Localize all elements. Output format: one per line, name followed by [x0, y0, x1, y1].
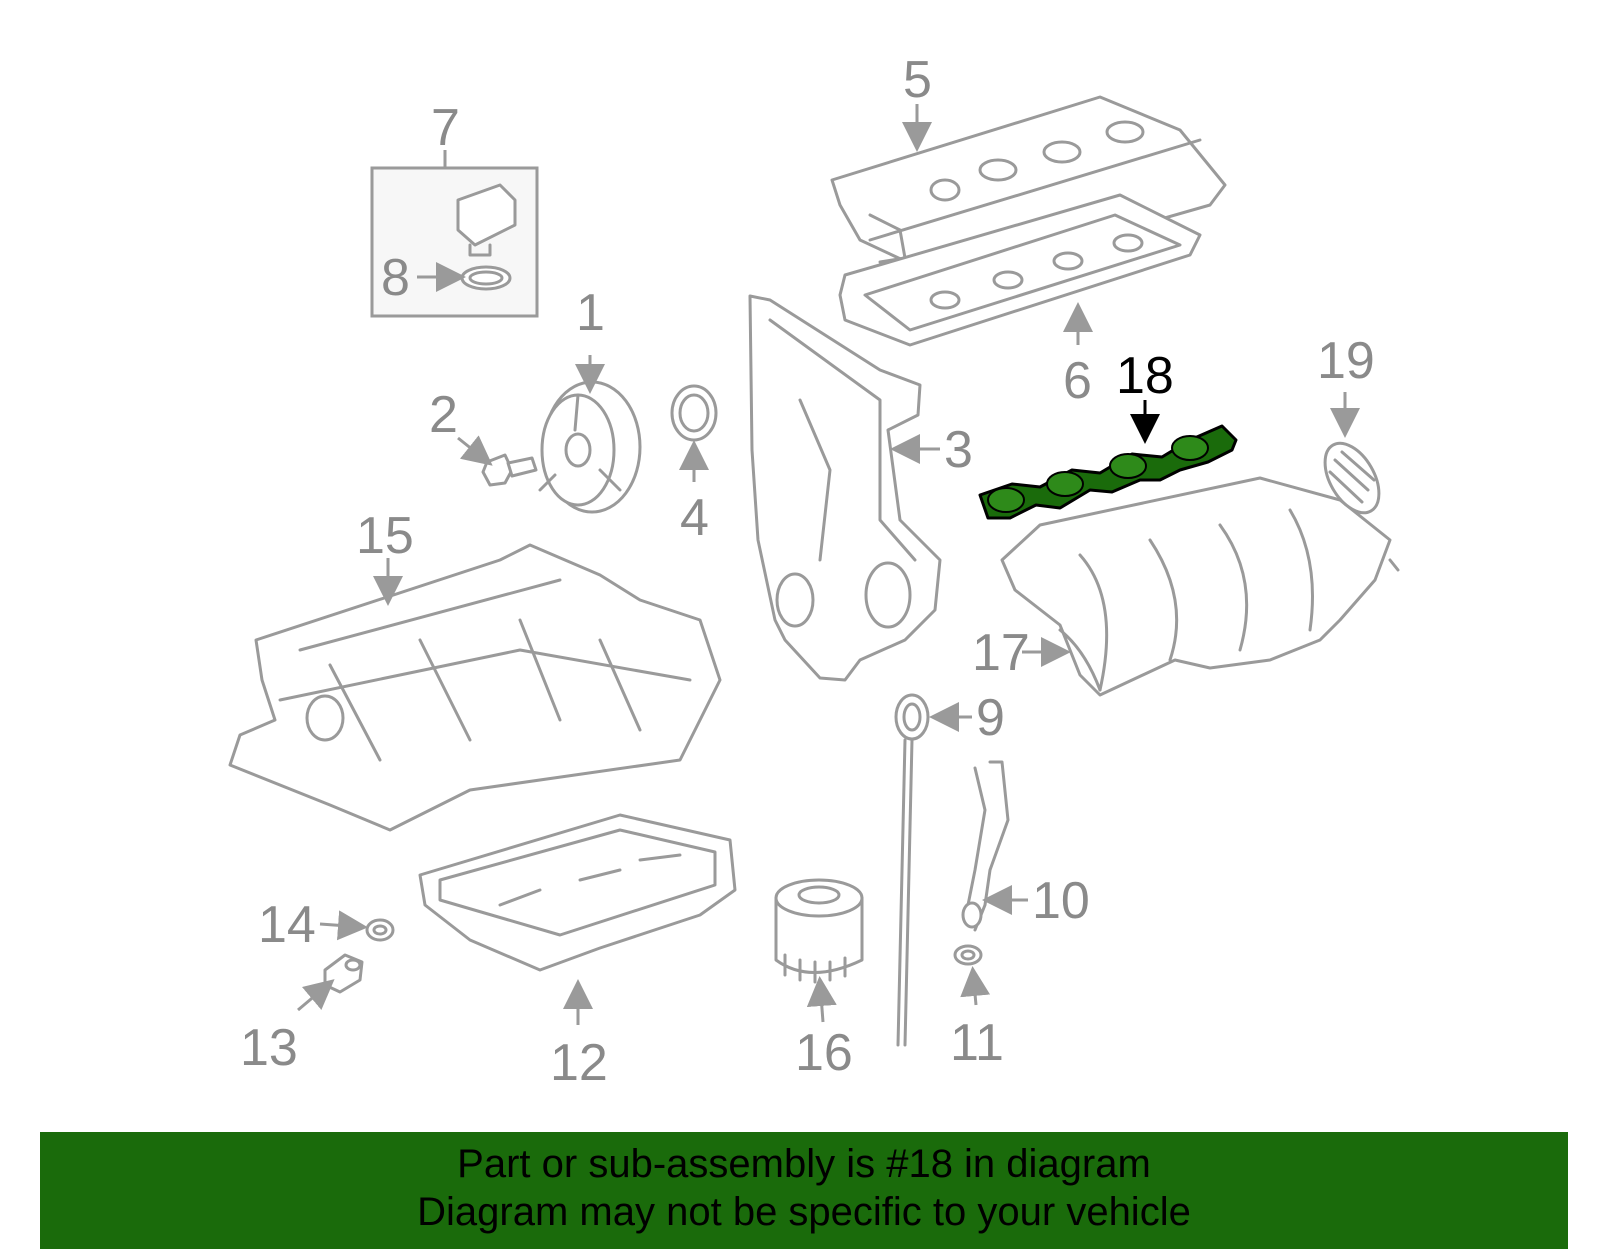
- callout-10: 10: [1032, 872, 1090, 930]
- callout-4: 4: [680, 489, 709, 547]
- callout-3: 3: [944, 421, 973, 479]
- dipstick-guide[interactable]: [961, 760, 1010, 932]
- oil-filter[interactable]: [774, 878, 864, 984]
- intake-manifold[interactable]: [1000, 476, 1400, 697]
- callout-17: 17: [972, 624, 1030, 682]
- callout-11: 11: [950, 1014, 1004, 1072]
- callout-14: 14: [258, 896, 316, 954]
- callout-5: 5: [903, 51, 932, 109]
- dipstick-guide-oring[interactable]: [953, 944, 983, 966]
- callout-16: 16: [795, 1024, 853, 1082]
- head-cover-gasket[interactable]: [838, 193, 1202, 347]
- throttle-body-gasket[interactable]: [1314, 434, 1390, 522]
- callout-leader-lines: [297, 104, 1360, 1025]
- drain-plug-gasket[interactable]: [365, 918, 395, 942]
- info-banner: Part or sub-assembly is #18 in diagram D…: [40, 1132, 1568, 1249]
- callout-6: 6: [1063, 352, 1092, 410]
- callout-9: 9: [976, 689, 1005, 747]
- pulley-bolt[interactable]: [481, 453, 538, 487]
- timing-chain-cover[interactable]: [748, 294, 942, 682]
- banner-line-1: Part or sub-assembly is #18 in diagram: [457, 1142, 1151, 1186]
- callout-7: 7: [431, 99, 460, 157]
- callout-8: 8: [381, 249, 410, 307]
- callout-19: 19: [1317, 332, 1375, 390]
- callout-12: 12: [550, 1034, 608, 1092]
- callout-18-highlighted: 18: [1116, 347, 1174, 405]
- oil-pan[interactable]: [418, 813, 737, 972]
- callout-1: 1: [576, 284, 605, 342]
- oil-pan-upper[interactable]: [228, 543, 722, 832]
- callout-2: 2: [429, 386, 458, 444]
- crankshaft-pulley[interactable]: [538, 380, 642, 514]
- front-oil-seal[interactable]: [670, 384, 718, 442]
- intake-manifold-gasket-highlighted[interactable]: [978, 424, 1238, 520]
- drain-plug[interactable]: [323, 953, 364, 994]
- callout-15: 15: [356, 507, 414, 565]
- callout-13: 13: [240, 1019, 298, 1077]
- banner-line-2: Diagram may not be specific to your vehi…: [417, 1190, 1191, 1234]
- oil-dipstick[interactable]: [894, 693, 930, 1047]
